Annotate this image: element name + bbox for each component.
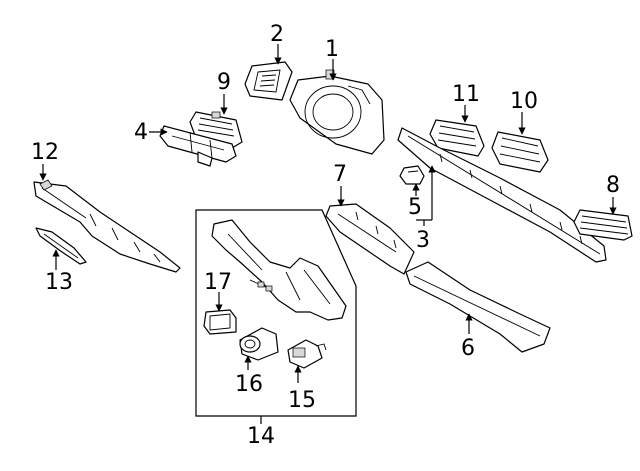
part-2-vent-bezel	[244, 61, 293, 101]
callout-6: 6	[461, 336, 475, 361]
callout-7: 7	[333, 162, 347, 187]
part-3-dash-panel	[397, 127, 607, 263]
callout-11: 11	[452, 82, 480, 107]
callout-5: 5	[408, 195, 422, 220]
callout-4: 4	[134, 120, 148, 145]
part-1-cluster-hood	[289, 69, 385, 155]
part-10-vent	[491, 131, 549, 173]
part-4-bracket	[159, 125, 237, 167]
callout-2: 2	[270, 22, 284, 47]
part-6-lower-trim	[405, 261, 551, 353]
part-17-switch	[203, 309, 237, 335]
part-5-clip	[399, 165, 425, 185]
callout-14: 14	[247, 424, 275, 449]
part-8-vent	[573, 209, 633, 241]
part-7-upper-trim	[325, 203, 415, 275]
part-16-socket	[239, 327, 279, 361]
part-12-lower-panel	[33, 179, 181, 273]
part-11-vent	[429, 119, 485, 157]
callout-3: 3	[416, 228, 430, 253]
callout-10: 10	[510, 89, 538, 114]
bracket-3	[416, 219, 432, 226]
callout-8: 8	[606, 173, 620, 198]
callout-15: 15	[288, 388, 316, 413]
group-14-box	[195, 209, 357, 417]
callout-9: 9	[217, 70, 231, 95]
callout-12: 12	[31, 140, 59, 165]
callout-16: 16	[235, 372, 263, 397]
callout-17: 17	[204, 270, 232, 295]
callout-13: 13	[45, 270, 73, 295]
callout-1: 1	[325, 37, 339, 62]
part-15-lighter-socket	[287, 339, 327, 369]
part-13-trim	[35, 227, 87, 265]
